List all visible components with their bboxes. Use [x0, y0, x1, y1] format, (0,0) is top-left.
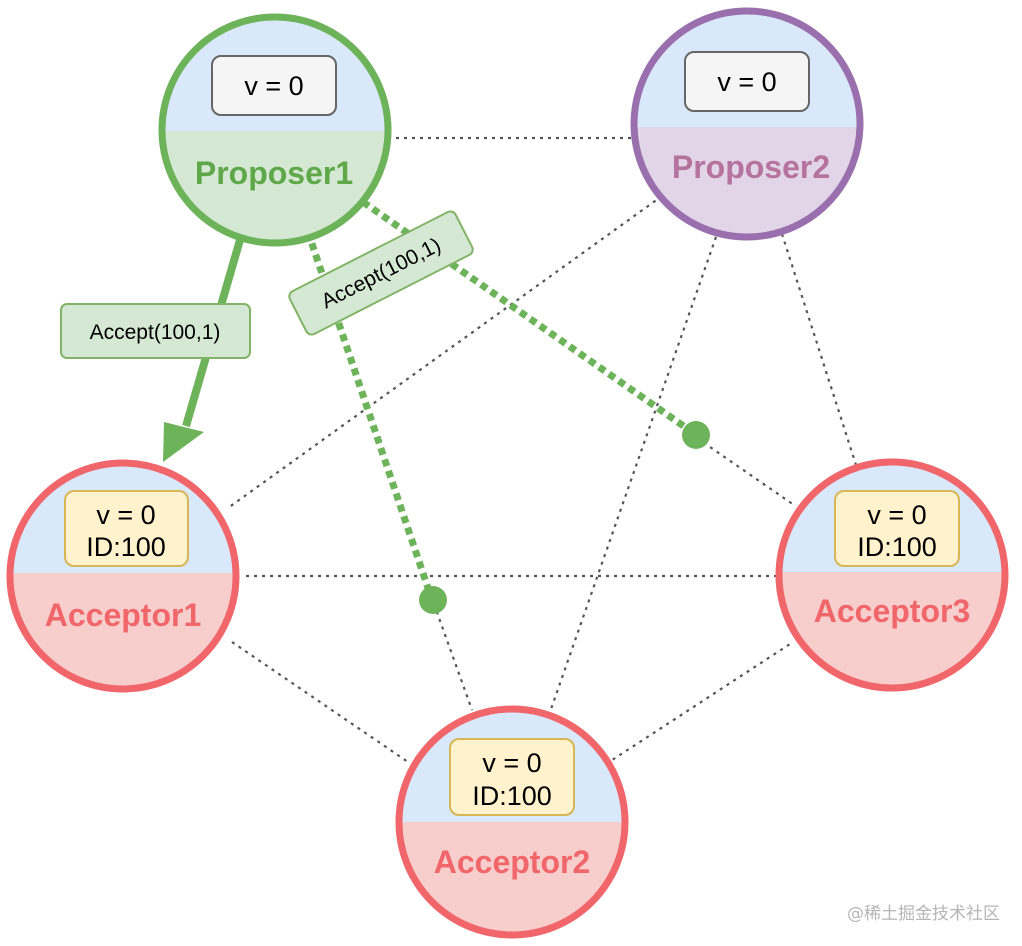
message-label-to-acceptor1: Accept(100,1) — [60, 303, 251, 359]
message-dot-acceptor3 — [682, 421, 710, 449]
acceptor1-label: Acceptor1 — [45, 597, 202, 633]
proposer1-value: v = 0 — [244, 71, 303, 101]
acceptor1-id: ID:100 — [86, 532, 166, 562]
acceptor3-state-box — [834, 490, 960, 567]
proposer2-value-box — [684, 51, 810, 112]
acceptor2-state-box — [449, 738, 575, 816]
acceptor3-id: ID:100 — [857, 532, 937, 562]
proposer2-label: Proposer2 — [672, 149, 830, 185]
acceptor1-node: v = 0 ID:100 Acceptor1 — [6, 459, 240, 693]
acceptor1-state-box — [64, 490, 189, 567]
edge-dot-acceptor3 — [696, 437, 795, 506]
network-edges — [227, 136, 858, 765]
message-dot-acceptor2 — [419, 586, 447, 614]
acceptor2-node: v = 0 ID:100 Acceptor2 — [395, 705, 629, 939]
acceptor3-node: v = 0 ID:100 Acceptor3 — [775, 458, 1009, 692]
proposer1-label: Proposer1 — [195, 155, 353, 191]
message-label-to-acceptor1-text: Accept(100,1) — [90, 321, 221, 344]
proposer2-value: v = 0 — [717, 67, 776, 97]
proposer1-value-box — [211, 55, 337, 116]
edge-proposer2-acceptor3 — [780, 233, 858, 466]
watermark: @稀土掘金技术社区 — [847, 904, 1000, 924]
acceptor3-label: Acceptor3 — [814, 593, 971, 629]
edge-dot-acceptor2 — [432, 603, 474, 711]
edge-proposer2-acceptor1 — [227, 195, 663, 509]
inflight-message-to-acceptor3 — [360, 199, 698, 437]
acceptor1-value: v = 0 — [96, 500, 155, 530]
acceptor3-value: v = 0 — [867, 500, 926, 530]
edge-acceptor1-acceptor2 — [231, 641, 409, 763]
acceptor2-value: v = 0 — [482, 748, 541, 778]
acceptor2-label: Acceptor2 — [434, 844, 591, 880]
edge-proposer2-acceptor2 — [548, 236, 718, 713]
proposer2-node: v = 0 Proposer2 — [630, 7, 864, 241]
acceptor2-id: ID:100 — [472, 781, 552, 811]
proposer1-node: v = 0 Proposer1 — [158, 13, 392, 247]
edge-acceptor2-acceptor3 — [605, 643, 791, 765]
